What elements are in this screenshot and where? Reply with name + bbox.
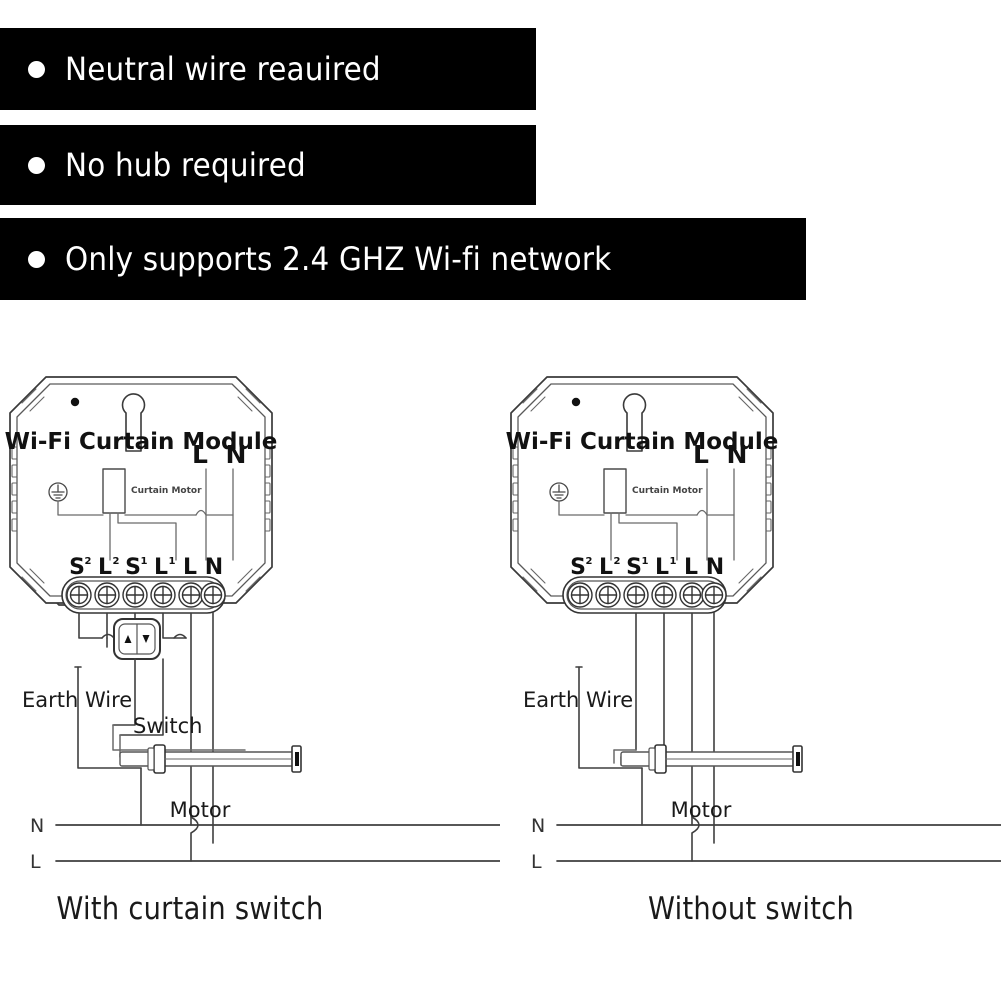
module-live-label: L xyxy=(693,440,709,469)
earth-ground-icon xyxy=(549,482,569,502)
terminal-label-1: L xyxy=(98,555,112,580)
internal-motor-block xyxy=(102,468,126,514)
mains-live-label: L xyxy=(531,851,542,873)
terminal-label-3: L xyxy=(655,555,669,580)
terminal-label-5: N xyxy=(205,555,223,580)
terminal-label-1: L xyxy=(599,555,613,580)
terminal-sup-3: 1 xyxy=(169,556,176,567)
curtain-switch xyxy=(113,618,161,660)
wiring-diagram-without-switch: L N Curtain Motor Wi-Fi Curtain Module xyxy=(501,355,1001,955)
terminal-sup-1: 2 xyxy=(614,556,621,567)
terminal-label-4: L xyxy=(684,555,698,580)
module-internal-wires xyxy=(57,468,234,561)
terminal-label-5: N xyxy=(706,555,724,580)
module-side-ridges xyxy=(11,446,271,532)
bullet-dot-icon xyxy=(28,250,45,268)
internal-motor-block xyxy=(603,468,627,514)
terminal-label-0: S xyxy=(570,555,586,580)
terminal-label-3: L xyxy=(154,555,168,580)
module-corner-hatch xyxy=(21,388,261,592)
module-internal-wires xyxy=(558,468,735,561)
terminal-block xyxy=(562,576,727,614)
mains-neutral-label: N xyxy=(30,815,44,837)
earth-wire-label: Earth Wire xyxy=(523,688,633,712)
terminal-labels: S 2 L 2 S 1 L 1 L N xyxy=(570,555,724,580)
terminal-label-2: S xyxy=(125,555,141,580)
terminal-sup-3: 1 xyxy=(670,556,677,567)
wiring-diagram-with-switch: L N Curtain Motor Wi-Fi Curtain Module xyxy=(0,355,500,955)
mains-rails xyxy=(556,824,1001,862)
earth-ground-icon xyxy=(48,482,68,502)
led-indicator-icon xyxy=(70,397,80,407)
module-live-label: L xyxy=(192,440,208,469)
terminal-sup-0: 2 xyxy=(85,556,92,567)
terminal-label-4: L xyxy=(183,555,197,580)
led-indicator-icon xyxy=(571,397,581,407)
module-title: Wi-Fi Curtain Module xyxy=(506,429,779,455)
diagram-right-canvas: L N Curtain Motor Wi-Fi Curtain Module xyxy=(501,355,1001,955)
terminal-sup-2: 1 xyxy=(141,556,148,567)
module-corner-hatch xyxy=(522,388,762,592)
mains-live-label: L xyxy=(30,851,41,873)
motor-illustration xyxy=(119,744,302,774)
module-neutral-label: N xyxy=(226,440,247,469)
earth-wire-path xyxy=(74,666,142,769)
feature-banner-3-label: Only supports 2.4 GHZ Wi-fi network xyxy=(65,240,612,278)
internal-motor-label: Curtain Motor xyxy=(131,486,202,496)
module-neutral-label: N xyxy=(727,440,748,469)
mains-neutral-label: N xyxy=(531,815,545,837)
motor-label: Motor xyxy=(671,798,732,822)
feature-banner-1-label: Neutral wire reauired xyxy=(65,50,381,88)
external-wiring xyxy=(635,612,715,844)
diagram-left-caption: With curtain switch xyxy=(56,891,324,927)
feature-banner-3: Only supports 2.4 GHZ Wi-fi network xyxy=(0,218,806,300)
wire-hop xyxy=(691,809,700,862)
feature-banner-2-label: No hub required xyxy=(65,146,306,184)
motor-label: Motor xyxy=(170,798,231,822)
feature-banner-2: No hub required xyxy=(0,125,536,205)
terminal-label-0: S xyxy=(69,555,85,580)
terminal-label-2: S xyxy=(626,555,642,580)
feature-banner-1: Neutral wire reauired xyxy=(0,28,536,110)
arrow-down-icon xyxy=(142,635,150,643)
terminal-sup-0: 2 xyxy=(586,556,593,567)
bullet-dot-icon xyxy=(28,60,45,78)
motor-illustration xyxy=(620,744,803,774)
diagram-left-canvas: L N Curtain Motor Wi-Fi Curtain Module xyxy=(0,355,500,955)
module-title: Wi-Fi Curtain Module xyxy=(5,429,278,455)
terminal-block xyxy=(61,576,226,614)
earth-wire-label: Earth Wire xyxy=(22,688,132,712)
switch-label: Switch xyxy=(133,714,202,738)
reset-button-icon xyxy=(121,393,146,452)
diagram-right-caption: Without switch xyxy=(647,891,855,927)
terminal-labels: S 2 L 2 S 1 L 1 L N xyxy=(69,555,223,580)
wire-hop xyxy=(190,809,199,862)
terminal-sup-1: 2 xyxy=(113,556,120,567)
earth-wire-path xyxy=(575,666,643,769)
external-wiring xyxy=(78,612,214,844)
terminal-sup-2: 1 xyxy=(642,556,649,567)
module-side-ridges xyxy=(512,446,772,532)
arrow-up-icon xyxy=(124,635,132,643)
mains-rails xyxy=(55,824,500,862)
bullet-dot-icon xyxy=(28,156,45,174)
internal-motor-label: Curtain Motor xyxy=(632,486,703,496)
reset-button-icon xyxy=(622,393,647,452)
